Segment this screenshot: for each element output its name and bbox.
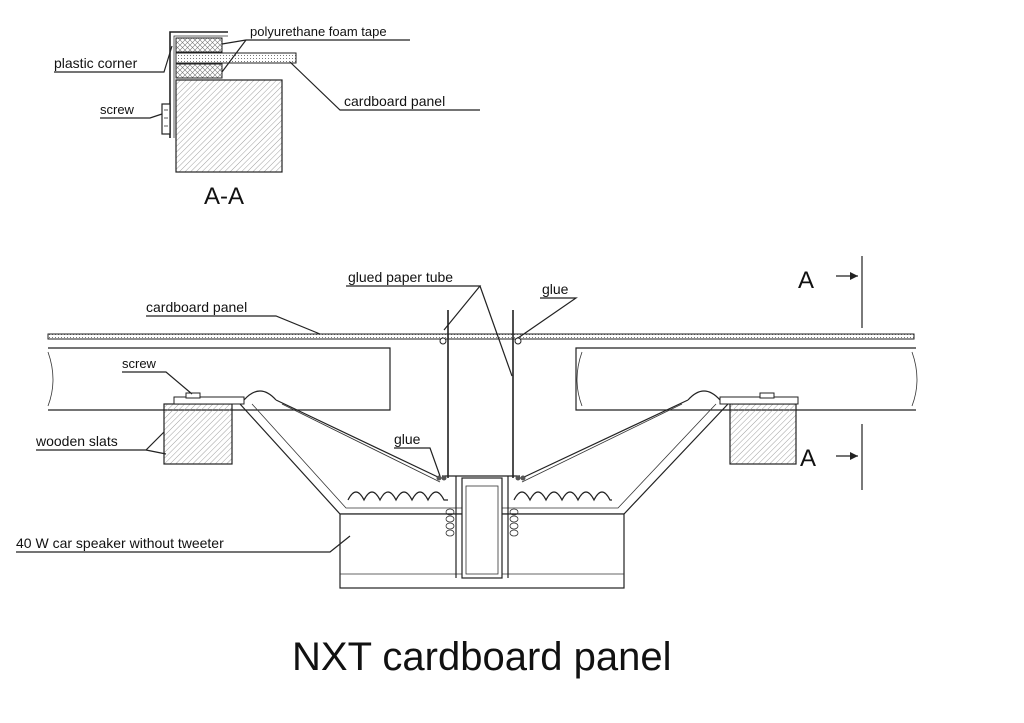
section-foam-tape-upper — [175, 37, 223, 53]
label-main-screw: screw — [122, 356, 157, 371]
wooden-slat-left — [163, 403, 233, 465]
label-section-screw: screw — [100, 102, 135, 117]
label-glue-top: glue — [542, 281, 569, 297]
section-foam-tape-lower — [175, 63, 223, 79]
label-main-cardboard-panel: cardboard panel — [146, 299, 247, 315]
wooden-slat-right — [729, 403, 797, 465]
section-detail: plastic corner polyurethane foam tape ca… — [54, 24, 480, 210]
label-glue-bottom: glue — [394, 431, 421, 447]
label-glued-paper-tube: glued paper tube — [348, 269, 453, 285]
glue-dot-top-left — [439, 337, 447, 345]
screw-head-left — [185, 392, 201, 399]
speaker-cone-right — [521, 399, 689, 479]
glue-dots-bottom — [436, 475, 526, 481]
speaker-spider-left — [347, 491, 448, 502]
diagram-title: NXT cardboard panel — [292, 635, 672, 679]
main-assembly: glued paper tube glue cardboard panel sc… — [16, 256, 918, 589]
label-plastic-corner: plastic corner — [54, 55, 138, 71]
label-foam-tape: polyurethane foam tape — [250, 24, 387, 39]
section-cardboard-strip — [175, 52, 297, 64]
voice-coil — [445, 508, 519, 537]
speaker-flange-left — [173, 396, 245, 405]
section-mark-bottom: A — [800, 445, 816, 472]
speaker-flange-right — [719, 396, 799, 405]
screw-head-right — [759, 392, 775, 399]
section-slat-block — [175, 79, 283, 173]
speaker-pole-piece — [461, 477, 503, 579]
section-mark-top: A — [798, 267, 814, 294]
cardboard-panel — [47, 333, 915, 340]
speaker-surround-right — [687, 390, 721, 401]
label-speaker: 40 W car speaker without tweeter — [16, 535, 224, 551]
section-title: A-A — [204, 183, 244, 210]
speaker-spider-right — [513, 491, 612, 502]
glue-dot-top-right — [514, 337, 522, 345]
section-plastic-corner — [169, 31, 228, 138]
label-section-cardboard-panel: cardboard panel — [344, 93, 445, 109]
section-screw — [161, 103, 171, 135]
speaker-surround-left — [243, 390, 277, 401]
label-wooden-slats: wooden slats — [35, 433, 118, 449]
speaker-cone-left — [275, 399, 441, 479]
